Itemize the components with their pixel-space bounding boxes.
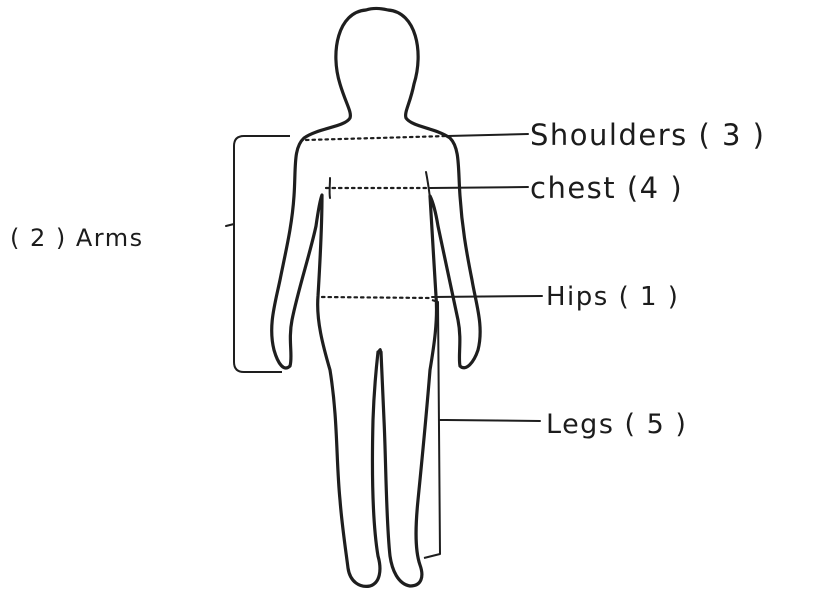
chest-label: chest (4 ) [530, 171, 683, 205]
arms-bracket-tick [226, 224, 234, 226]
shoulders-dotted-line [306, 136, 448, 140]
legs-leader-line [446, 420, 540, 421]
leader-lines [430, 134, 542, 421]
legs-label: Legs ( 5 ) [546, 409, 687, 440]
shoulders-label: Shoulders ( 3 ) [530, 118, 765, 152]
arms-bracket [234, 136, 290, 372]
chest-leader-line [430, 187, 528, 188]
hips-leader-line [432, 296, 542, 297]
measurement-lines [306, 136, 448, 298]
shoulders-leader-line [448, 134, 528, 136]
hips-dotted-line [322, 297, 432, 298]
hips-label: Hips ( 1 ) [546, 282, 679, 312]
right-inner-arm-line [426, 172, 430, 198]
arms-label: ( 2 ) Arms [10, 224, 144, 252]
